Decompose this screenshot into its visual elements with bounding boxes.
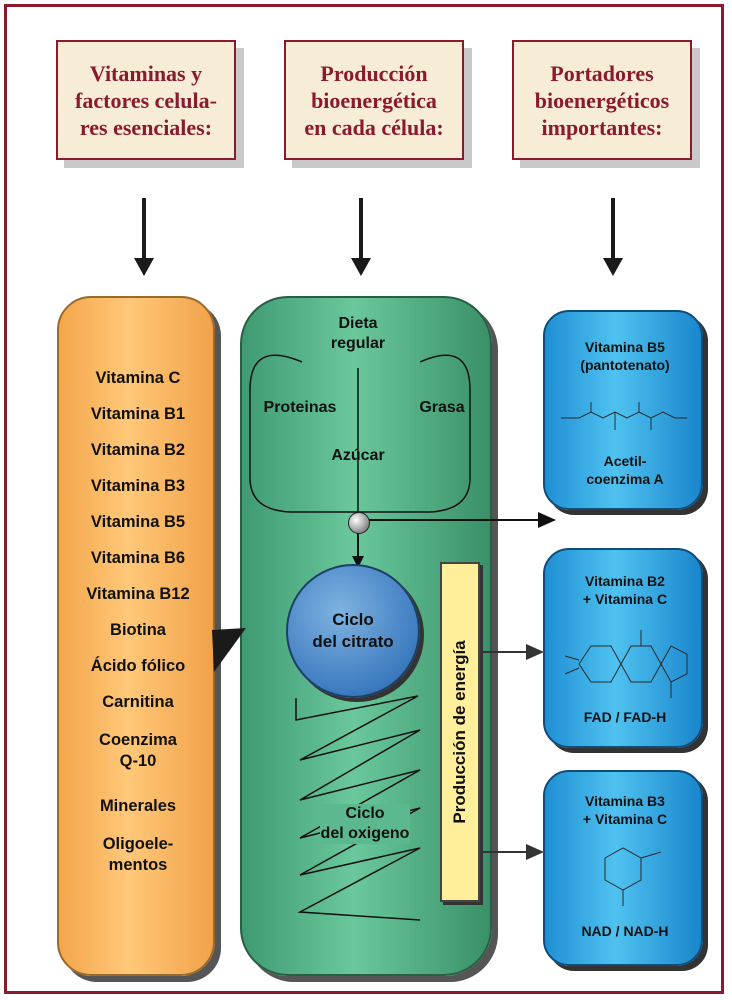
vitamin-item: Vitamina B12 xyxy=(86,585,190,603)
vitamin-item: Coenzima Q-10 xyxy=(99,731,177,770)
carrier-product: FAD / FAD-H xyxy=(583,709,667,725)
arrow-to-fad-head xyxy=(526,644,544,660)
header-bioenergetic-carriers-text: Portadores bioenergéticos importantes: xyxy=(534,60,670,140)
vitamin-item: Minerales xyxy=(99,797,177,815)
proteins-label: Proteinas xyxy=(263,399,337,416)
vitamin-item: Oligoele- mentos xyxy=(102,835,174,874)
ball-to-cycle-arrowhead xyxy=(352,556,364,568)
vitamin-item: Vitamina B5 xyxy=(90,513,186,531)
vitamin-item: Vitamina B3 xyxy=(90,477,186,495)
oxygen-zigzag xyxy=(295,695,421,921)
vitamin-item: Vitamina C xyxy=(95,369,181,387)
citrate-cycle-label: Ciclo del citrato xyxy=(312,610,394,651)
sugar-label: Azúcar xyxy=(331,447,385,464)
pointer-arrow xyxy=(212,628,246,672)
header-vitamins: Vitaminas y factores celula- res esencia… xyxy=(56,40,236,160)
carrier-title: Vitamina B5 (pantotenato) xyxy=(580,339,670,373)
carrier-title: Vitamina B3 + Vitamina C xyxy=(582,793,668,827)
carrier-box-b5: Vitamina B5 (pantotenato) Acetil- coenzi… xyxy=(543,310,703,510)
flavin-structure-icon xyxy=(564,630,688,698)
vitamin-item: Ácido fólico xyxy=(90,657,186,675)
down-arrow-carriers xyxy=(603,198,623,276)
energy-production-bar: Producción de energía xyxy=(440,562,480,902)
down-arrow-vitamins xyxy=(134,198,154,276)
down-arrow-production xyxy=(351,198,371,276)
carrier-product: NAD / NAD-H xyxy=(581,923,669,939)
arrow-to-acetyl-coa-head xyxy=(538,512,556,528)
vitamins-box: Vitamina C Vitamina B1 Vitamina B2 Vitam… xyxy=(57,296,215,976)
diet-label: Dieta regular xyxy=(330,315,386,352)
header-bioenergetic-carriers: Portadores bioenergéticos importantes: xyxy=(512,40,692,160)
junction-ball xyxy=(348,512,370,534)
header-bioenergetic-production-text: Producción bioenergética en cada célula: xyxy=(304,60,444,140)
pantothenate-structure-icon xyxy=(561,402,687,430)
oxygen-cycle-label: Ciclo del oxigeno xyxy=(320,804,410,844)
vitamin-item: Vitamina B1 xyxy=(90,405,186,423)
arrow-to-nad-head xyxy=(526,844,544,860)
carrier-product: Acetil- coenzima A xyxy=(586,453,664,487)
header-vitamins-text: Vitaminas y factores celula- res esencia… xyxy=(75,60,217,140)
energy-production-label: Producción de energía xyxy=(450,640,469,824)
fat-label: Grasa xyxy=(419,399,465,416)
vitamin-item: Vitamina B6 xyxy=(90,549,186,567)
vitamin-item: Carnitina xyxy=(102,693,174,711)
carrier-box-b2: Vitamina B2 + Vitamina C FAD / FAD-H xyxy=(543,548,703,748)
header-bioenergetic-production: Producción bioenergética en cada célula: xyxy=(284,40,464,160)
vitamin-item: Biotina xyxy=(110,621,166,639)
vitamin-item: Vitamina B2 xyxy=(90,441,186,459)
carrier-title: Vitamina B2 + Vitamina C xyxy=(582,573,668,607)
diet-outline xyxy=(249,354,471,513)
citrate-cycle: Ciclo del citrato xyxy=(286,564,420,698)
carrier-box-b3: Vitamina B3 + Vitamina C NAD / NAD-H xyxy=(543,770,703,966)
nicotinamide-structure-icon xyxy=(604,847,662,906)
figure-frame xyxy=(4,4,724,994)
